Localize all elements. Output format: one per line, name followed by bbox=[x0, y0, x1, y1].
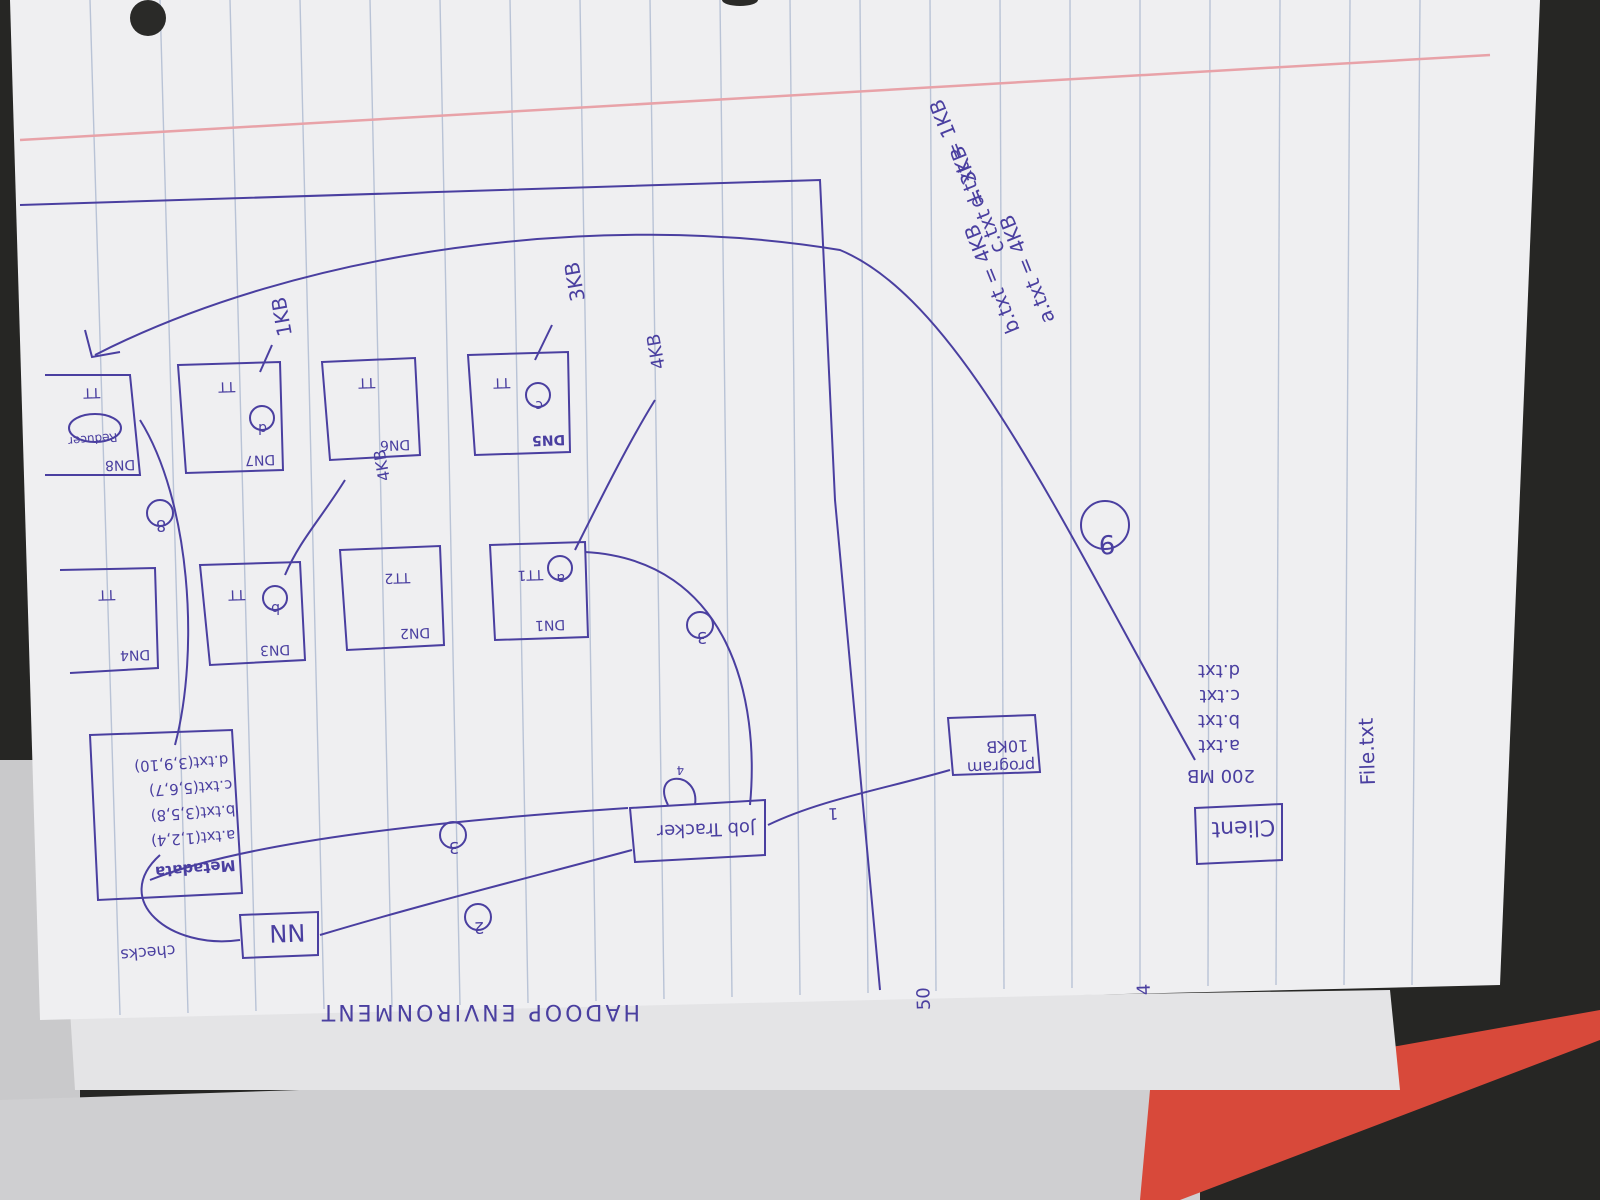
step-circle bbox=[439, 821, 467, 849]
dn3-box bbox=[198, 560, 307, 667]
dn6-box bbox=[320, 356, 422, 462]
tag-circle bbox=[262, 585, 288, 611]
reducer-ellipse bbox=[68, 413, 122, 443]
client-file-d: d.txt bbox=[1198, 660, 1240, 681]
step-circle bbox=[686, 611, 714, 639]
dn2-box bbox=[338, 544, 446, 652]
pointer-line bbox=[534, 324, 553, 361]
pointer-line bbox=[259, 344, 273, 373]
dn4-label: DN4 bbox=[120, 646, 151, 663]
program-size-label: 10KB bbox=[986, 736, 1028, 756]
ruled-lines bbox=[89, 0, 1421, 1016]
step-9: 9 bbox=[1098, 528, 1116, 559]
dn1-to-dn5-arrow bbox=[574, 399, 656, 551]
dn7-box bbox=[176, 360, 285, 475]
dn8-tag: Reducer bbox=[68, 430, 118, 448]
dn5-label: DN5 bbox=[532, 431, 566, 448]
binder-hole bbox=[130, 0, 166, 36]
margin-mark-4: 4 bbox=[1134, 983, 1155, 995]
client-file-a: a.txt bbox=[1198, 735, 1240, 756]
nn-label: NN bbox=[269, 918, 306, 947]
dn3-tt-label: TT bbox=[228, 586, 247, 603]
client-box bbox=[1193, 802, 1283, 866]
paper bbox=[10, 0, 1540, 1020]
metadata-box bbox=[88, 728, 244, 902]
tt1-label: TT1 bbox=[517, 566, 544, 583]
heading: HADOOP ENVIRONMENT bbox=[319, 999, 640, 1024]
step-2: 2 bbox=[474, 918, 485, 937]
environment-border bbox=[19, 178, 881, 991]
jt-to-dn1-arrow bbox=[584, 551, 753, 806]
step-circle bbox=[146, 499, 174, 527]
client-size-label: 200 MB bbox=[1187, 765, 1255, 786]
dn2-label: DN2 bbox=[400, 624, 431, 641]
job-tracker-box bbox=[628, 798, 766, 864]
program-name-label: program bbox=[967, 756, 1036, 777]
dn8-label: DN8 bbox=[105, 456, 136, 473]
metadata-line-b: b.txt(3,5,8) bbox=[150, 801, 236, 825]
metadata-to-jt-arrow bbox=[149, 807, 629, 881]
dn4-box bbox=[59, 566, 160, 674]
under-sheet bbox=[70, 990, 1400, 1090]
dn7-tt-label: TT bbox=[218, 378, 237, 395]
diagram bbox=[19, 178, 1283, 991]
margin-mark-50: 50 bbox=[913, 987, 935, 1011]
dn5-box bbox=[466, 350, 572, 457]
dn8-box bbox=[45, 374, 142, 476]
tag-circle bbox=[547, 555, 573, 581]
nn-box bbox=[238, 910, 319, 960]
binder-hole bbox=[722, 0, 758, 6]
checks-label: checks bbox=[120, 941, 177, 965]
step-3b: 3 bbox=[449, 838, 460, 857]
step-circle bbox=[1080, 500, 1130, 550]
dn1-label: DN1 bbox=[535, 616, 566, 633]
dn3-label: DN3 bbox=[260, 641, 291, 658]
dn4-tt-label: TT bbox=[98, 586, 117, 603]
tag-circle bbox=[525, 382, 551, 408]
checks-curve bbox=[140, 854, 241, 943]
tt2-label: TT2 bbox=[384, 569, 411, 586]
program-to-jt-arrow bbox=[767, 769, 951, 826]
dn1-box bbox=[488, 540, 590, 642]
jt-self-loop bbox=[663, 777, 697, 806]
step-3a: 3 bbox=[697, 628, 708, 647]
tag-circle bbox=[249, 405, 275, 431]
job-tracker-label: Job Tracker bbox=[656, 817, 757, 841]
client-to-reducer-arrow bbox=[94, 233, 1196, 761]
red-folder bbox=[1140, 1010, 1600, 1200]
desk-surface-bottom bbox=[0, 1060, 1200, 1200]
client-label: Client bbox=[1211, 814, 1276, 841]
dn5-tag: c bbox=[535, 397, 543, 413]
client-file-c: c.txt bbox=[1200, 685, 1240, 706]
program-box bbox=[946, 713, 1042, 777]
dn3-to-dn7-squiggle bbox=[284, 479, 346, 576]
dn8-to-metadata-arrow bbox=[139, 419, 190, 746]
client-file-b: b.txt bbox=[1198, 710, 1240, 731]
dn6-label: DN6 bbox=[380, 436, 411, 453]
dn5-tt-label: TT bbox=[493, 374, 512, 391]
dn7-tag: d bbox=[258, 420, 267, 436]
step-4: 4 bbox=[676, 763, 684, 777]
step-circle bbox=[464, 903, 492, 931]
step-1: 1 bbox=[828, 804, 839, 823]
dn8-tt-label: TT bbox=[83, 384, 102, 401]
page-heading: HADOOP ENVIRONMENT bbox=[319, 999, 640, 1024]
jt-to-nn-arrow bbox=[319, 849, 633, 936]
arrow-head bbox=[84, 329, 121, 359]
metadata-line-a: a.txt(1,2,4) bbox=[150, 826, 236, 850]
dn7-label: DN7 bbox=[245, 451, 276, 468]
margin-line bbox=[19, 53, 1491, 142]
dn6-tt-label: TT bbox=[358, 374, 377, 391]
step-8: 8 bbox=[156, 516, 167, 535]
client-file-label: File.txt bbox=[1354, 717, 1380, 785]
metadata-line-c: c.txt(5,6,7) bbox=[148, 776, 233, 800]
dn3-tag: b bbox=[271, 600, 280, 616]
dn1-tag: a bbox=[556, 570, 565, 586]
